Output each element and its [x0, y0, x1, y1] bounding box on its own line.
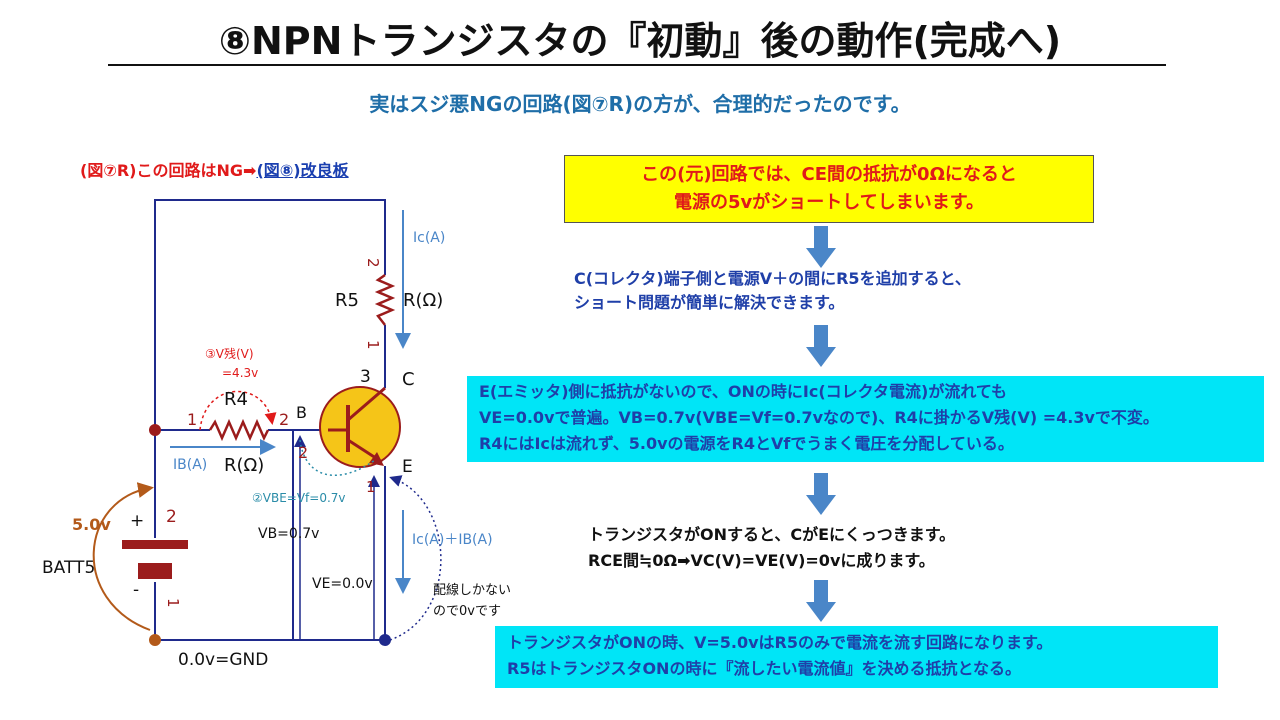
vzan-value: =4.3v [222, 366, 258, 380]
r5-pin-bottom: 1 [364, 340, 382, 350]
wire-note-arc [389, 475, 442, 641]
vb-label: VB=0.7v [258, 526, 319, 542]
emitter-pin: 1 [366, 478, 376, 496]
subtitle: 実はスジ悪NGの回路(図⑦R)の方が、合理的だったのです。 [369, 92, 911, 116]
batt-voltage-arc [92, 482, 154, 631]
base-label: B [296, 403, 307, 422]
emitter-explanation-line2: VE=0.0vで普遍。VB=0.7v(VBE=Vf=0.7vなので)、R4に掛か… [479, 408, 1159, 427]
transistor-on-text: トランジスタがONすると、CがEにくっつきます。 RCE間≒0Ω➡VC(V)=V… [588, 522, 1148, 574]
emitter-explanation-box: E(エミッタ)側に抵抗がないので、ONの時にIc(コレクタ電流)が流れても VE… [467, 376, 1264, 462]
down-arrow-icon [806, 473, 836, 515]
caption-improved-text: (図⑧)改良板 [256, 161, 349, 180]
batt-minus: - [133, 580, 139, 600]
npn-transistor [319, 386, 401, 468]
emitter-explanation-line3: R4にはIcは流れず、5.0vの電源をR4とVfでうまく電圧を分配している。 [479, 434, 1014, 453]
short-warning-line2: 電源の5vがショートしてしまいます。 [674, 192, 984, 213]
r5-solution-line1: C(コレクタ)端子側と電源V＋の間にR5を追加すると、 [574, 269, 971, 288]
collector-label: C [402, 369, 415, 390]
circuit-caption: (図⑦R)この回路はNG➡(図⑧)改良板 [80, 157, 349, 181]
page-title: ⑧NPNトランジスタの『初動』後の動作(完成へ) [218, 19, 1062, 63]
transistor-on-line2: RCE間≒0Ω➡VC(V)=VE(V)=0vに成ります。 [588, 551, 935, 570]
r4-pin2: 2 [279, 410, 289, 429]
junction-dot [379, 634, 391, 646]
emitter-explanation-line1: E(エミッタ)側に抵抗がないので、ONの時にIc(コレクタ電流)が流れても [479, 382, 1008, 401]
wire-note-line2: ので0vです [433, 604, 501, 619]
pin3-label: 3 [360, 367, 371, 387]
caption-arrow-icon: ➡ [243, 161, 257, 180]
title-underline [108, 64, 1166, 66]
r4-label: R4 [224, 389, 248, 410]
batt-pin2: 2 [166, 507, 177, 527]
vbe-arc [299, 439, 376, 476]
short-warning-line1: この(元)回路では、CE間の抵抗が0Ωになると [641, 164, 1017, 185]
base-pin: 2 [298, 443, 308, 462]
ib-label: IB(A) [173, 457, 207, 473]
vbe-label: ②VBE=Vf=0.7v [252, 491, 346, 505]
junction-dot [149, 634, 161, 646]
batt-plus: + [130, 511, 144, 531]
junction-dot [149, 424, 161, 436]
transistor-on-line1: トランジスタがONすると、CがEにくっつきます。 [588, 525, 956, 544]
r4-ohm-label: R(Ω) [224, 455, 264, 476]
batt-name: BATT5 [42, 558, 95, 578]
conclusion-line1: トランジスタがONの時、V=5.0vはR5のみで電流を流す回路になります。 [507, 633, 1053, 652]
circuit-diagram: Ic(A) 2 R5 R(Ω) 1 3 C ③V残(V) =4.3v R4 1 … [42, 199, 511, 670]
r5-label: R5 [335, 290, 359, 311]
r5-solution-text: C(コレクタ)端子側と電源V＋の間にR5を追加すると、 ショート問題が簡単に解決… [574, 267, 1134, 315]
r4-resistor [208, 418, 270, 442]
gnd-label: 0.0v=GND [178, 650, 268, 670]
wire-note-line1: 配線しかない [433, 582, 511, 598]
ic-label: Ic(A) [413, 230, 445, 246]
r4-pin1: 1 [187, 410, 197, 429]
r5-pin-top: 2 [364, 258, 382, 268]
caption-ng-text: (図⑦R)この回路はNG [80, 161, 244, 180]
down-arrow-icon [806, 580, 836, 622]
r5-solution-line2: ショート問題が簡単に解決できます。 [574, 293, 845, 312]
conclusion-box: トランジスタがONの時、V=5.0vはR5のみで電流を流す回路になります。 R5… [495, 626, 1218, 688]
battery-symbol [122, 540, 188, 579]
circuit-wires [154, 199, 386, 641]
emitter-label: E [402, 457, 413, 477]
batt-pin1: 1 [164, 598, 182, 608]
vzan-arc [199, 390, 277, 431]
down-arrow-icon [806, 325, 836, 367]
ic-ib-label: Ic(A)＋IB(A) [412, 532, 493, 548]
r5-ohm-label: R(Ω) [403, 290, 443, 311]
down-arrow-icon [806, 226, 836, 268]
batt-voltage-label: 5.0v [72, 515, 111, 534]
conclusion-line2: R5はトランジスタONの時に『流したい電流値』を決める抵抗となる。 [507, 659, 1021, 678]
r5-resistor [374, 273, 396, 326]
vzan-label: ③V残(V) [205, 347, 254, 361]
ve-label: VE=0.0v [312, 576, 373, 592]
short-warning-box: この(元)回路では、CE間の抵抗が0Ωになると 電源の5vがショートしてしまいま… [564, 155, 1094, 223]
